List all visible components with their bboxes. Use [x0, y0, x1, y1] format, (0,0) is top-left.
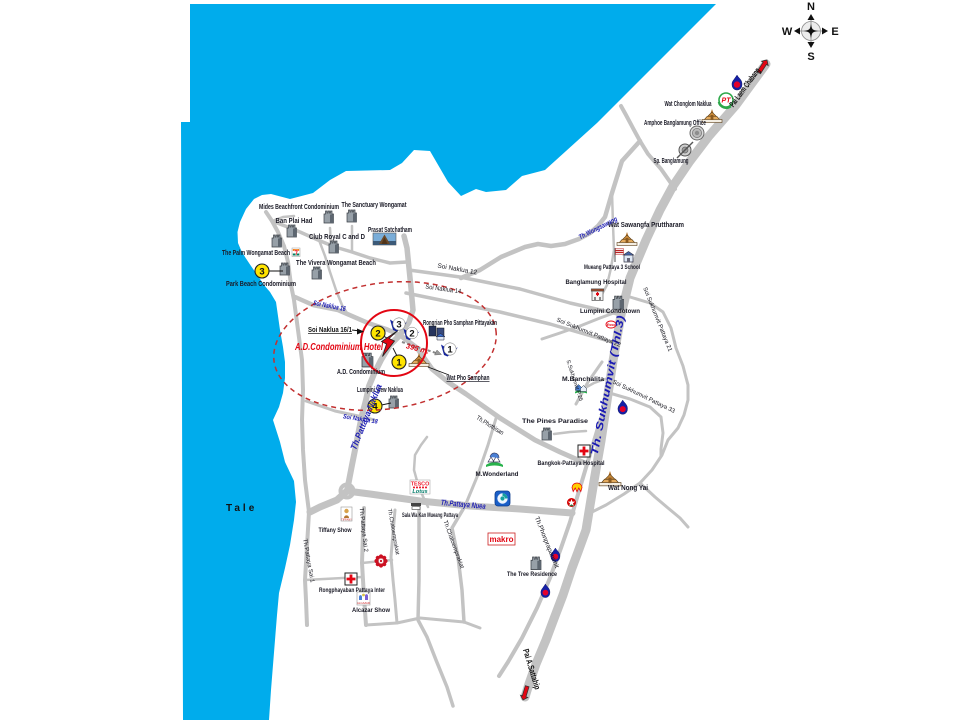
svg-text:Wat Sawangfa Pruttharam: Wat Sawangfa Pruttharam: [608, 222, 684, 229]
svg-text:Lumpini Condotown: Lumpini Condotown: [580, 308, 640, 315]
svg-text:makro: makro: [490, 534, 514, 544]
svg-text:4: 4: [372, 401, 378, 412]
svg-text:1: 1: [447, 344, 453, 355]
svg-text:Amphoe Banglamung Office: Amphoe Banglamung Office: [644, 120, 706, 127]
svg-text:Mueang Pattaya 3 School: Mueang Pattaya 3 School: [584, 264, 640, 271]
svg-text:The Palm Wongamat Beach: The Palm Wongamat Beach: [222, 250, 290, 257]
svg-text:Th.Pattaya Sai 2: Th.Pattaya Sai 2: [358, 508, 369, 553]
svg-text:Prasat Satchatham: Prasat Satchatham: [368, 227, 412, 234]
svg-text:3: 3: [396, 319, 401, 330]
svg-text:N: N: [807, 1, 815, 13]
svg-text:E: E: [831, 26, 838, 38]
svg-text:ALCAZAR: ALCAZAR: [357, 601, 370, 605]
svg-text:M.Banchalita: M.Banchalita: [562, 376, 604, 383]
svg-text:Soi Naklua 14: Soi Naklua 14: [425, 284, 462, 296]
svg-text:3: 3: [259, 266, 264, 277]
svg-text:The Sanctuary Wongamat: The Sanctuary Wongamat: [342, 202, 407, 209]
svg-text:2: 2: [375, 328, 380, 339]
svg-text:PT: PT: [722, 98, 732, 105]
svg-text:Rongrian Pho Samphan Pittayaka: Rongrian Pho Samphan Pittayakan: [423, 320, 497, 327]
svg-text:1: 1: [396, 357, 402, 368]
svg-text:A.D.Condominium Hotel: A.D.Condominium Hotel: [294, 342, 383, 353]
svg-text:TIFFANY: TIFFANY: [341, 517, 352, 521]
svg-text:A.D. Condominium: A.D. Condominium: [337, 369, 385, 376]
svg-text:Lotus: Lotus: [412, 489, 427, 495]
svg-text:The Vivera Wongamat Beach: The Vivera Wongamat Beach: [296, 260, 376, 267]
svg-text:Wat Pho Samphan: Wat Pho Samphan: [447, 375, 490, 382]
svg-text:Tale: Tale: [226, 503, 257, 514]
svg-text:Mides Beachfront Condominium: Mides Beachfront Condominium: [259, 204, 339, 211]
svg-text:S: S: [807, 51, 814, 63]
svg-text:Tiffany Show: Tiffany Show: [319, 527, 353, 534]
svg-text:The Tree Residence: The Tree Residence: [507, 571, 557, 578]
svg-text:Alcazar Show: Alcazar Show: [352, 607, 391, 614]
svg-text:Soi Naklua 16/1: Soi Naklua 16/1: [308, 327, 352, 334]
svg-text:Wat Nong Yai: Wat Nong Yai: [608, 485, 648, 492]
svg-text:Wat Chonglom Naklua: Wat Chonglom Naklua: [665, 101, 712, 108]
svg-text:Club Royal C and D: Club Royal C and D: [309, 234, 365, 241]
svg-text:Sala Wa Kan Mueang Pattaya: Sala Wa Kan Mueang Pattaya: [402, 512, 458, 519]
svg-text:Th.Pattaya Nuea: Th.Pattaya Nuea: [440, 498, 486, 511]
svg-text:Park Beach Condominium: Park Beach Condominium: [226, 281, 296, 288]
svg-text:Lumpini View Naklua: Lumpini View Naklua: [357, 387, 403, 394]
svg-text:2: 2: [409, 328, 414, 339]
svg-text:Sp. Banglamung: Sp. Banglamung: [654, 158, 689, 165]
svg-text:W: W: [782, 26, 793, 38]
svg-text:TESCO: TESCO: [411, 482, 430, 488]
svg-text:Banglamung Hospital: Banglamung Hospital: [566, 279, 627, 286]
svg-text:The Pines Paradise: The Pines Paradise: [522, 418, 588, 425]
svg-text:M.Wonderland: M.Wonderland: [476, 471, 519, 478]
svg-text:Rongphayaban Pattaya Inter: Rongphayaban Pattaya Inter: [319, 587, 385, 594]
svg-text:Bangkok-Pattaya Hospital: Bangkok-Pattaya Hospital: [538, 460, 605, 467]
svg-text:Ban Plai Had: Ban Plai Had: [276, 218, 313, 225]
